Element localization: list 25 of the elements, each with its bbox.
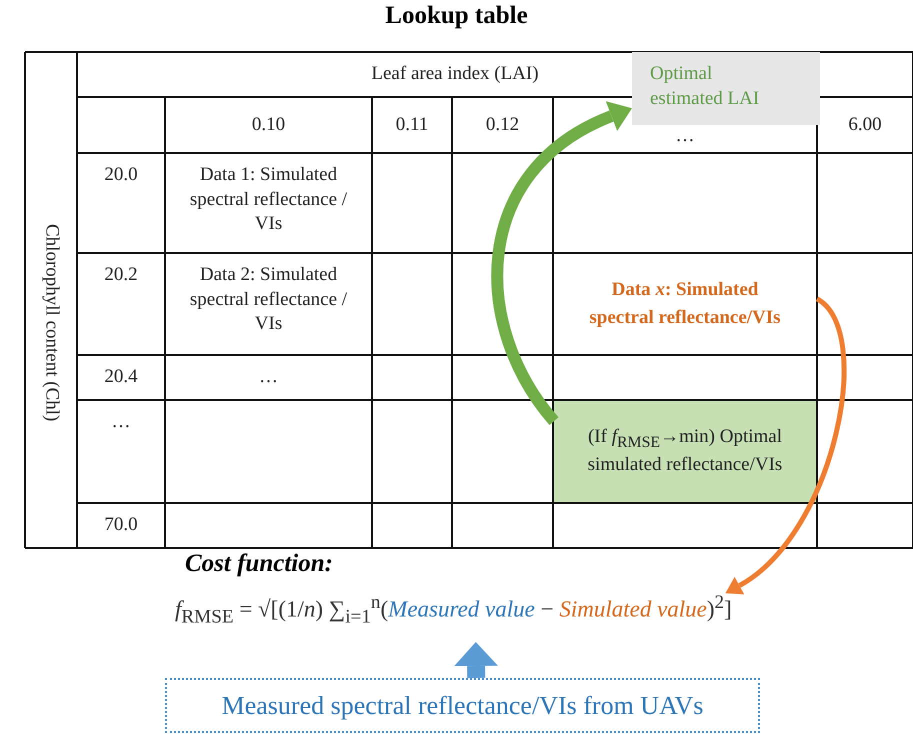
row-header: … (112, 410, 130, 434)
estimate-label-box: Optimal estimated LAI (632, 52, 820, 125)
row-header: 70.0 (104, 513, 138, 538)
formula: f$_{RMSE}$ = √[(1/n) ∑$_{i=1}$$^{n}$(Measured value − Simulated value)$^{2}$] (175, 592, 732, 628)
table-title: Lookup table (384, 2, 529, 30)
row-header: 20.4 (104, 365, 138, 390)
column-header: … (676, 124, 694, 148)
row-header: 20.0 (104, 163, 138, 187)
column-header: 0.11 (396, 112, 428, 137)
column-header: 0.10 (252, 112, 286, 137)
input-box: Measured spectral reflectance/VIs from UAVs (165, 678, 760, 733)
column-header: 0.12 (486, 112, 520, 137)
column-axis-title: Leaf area index (LAI) (371, 62, 539, 86)
row-axis-title: Chlorophyll content (Chl) (40, 224, 64, 422)
column-header: 6.00 (848, 112, 882, 137)
arrow (726, 297, 846, 595)
formula-heading: Cost function: (185, 550, 333, 578)
table-entry: … (259, 365, 278, 390)
arrow (491, 102, 632, 425)
arrow (454, 642, 498, 678)
result-text: Data x: Simulated spectral reflectance/VIs (553, 253, 817, 355)
table-entry: Data 2: Simulated spectral reflectance / VIs (188, 263, 348, 336)
row-header: 20.2 (104, 263, 138, 287)
table-entry: Data 1: Simulated spectral reflectance / VIs (188, 163, 348, 236)
optimal-result-box: (If f$_{RMSE}$→min) Optimal simulated reflectance/VIs (554, 401, 816, 502)
